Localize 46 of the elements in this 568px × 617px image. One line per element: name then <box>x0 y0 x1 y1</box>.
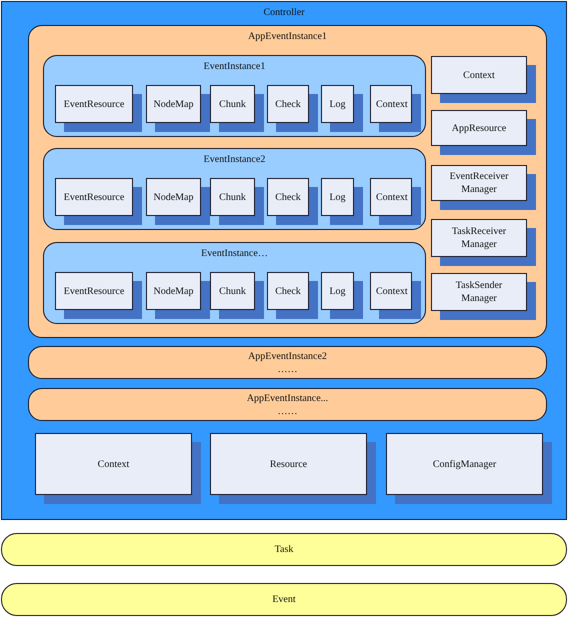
node-label: AppResource <box>452 122 506 134</box>
instance-panel <box>43 148 426 230</box>
node-label: NodeMap <box>154 190 194 204</box>
node-label: Check <box>275 284 301 298</box>
layer-band <box>1 533 567 566</box>
group-title: Controller <box>263 6 305 19</box>
node-label: EventReceiver Manager <box>448 170 510 196</box>
layer-band <box>1 583 567 616</box>
node-label: Context <box>376 98 406 110</box>
group-title: EventInstance… <box>201 247 268 260</box>
node-label: Log <box>329 284 346 298</box>
node-label: Log <box>329 190 346 204</box>
node-label: ConfigManager <box>432 458 496 470</box>
group-title: EventInstance2 <box>204 153 266 166</box>
node-label: Chunk <box>219 284 246 298</box>
group-title: AppEventInstance1 <box>248 30 327 43</box>
node-label: AppEventInstance... <box>246 392 328 404</box>
node-label: Chunk <box>219 190 246 204</box>
node-label: Context <box>463 68 495 82</box>
node-label: EventResource <box>64 190 124 204</box>
group-title: EventInstance1 <box>204 60 266 73</box>
node-label: Context <box>376 284 406 298</box>
instance-band <box>28 346 547 379</box>
node-label: AppEventInstance2 <box>248 350 327 362</box>
node-label: NodeMap <box>154 284 194 298</box>
node-label: Chunk <box>219 98 246 110</box>
node-label: TaskReceiver Manager <box>450 225 508 251</box>
node-label: Context <box>98 458 130 470</box>
node-label: Resource <box>270 458 308 470</box>
node-label: Event <box>272 593 296 606</box>
instance-panel <box>43 55 426 137</box>
node-label: Context <box>376 190 406 204</box>
controller-panel <box>1 1 567 520</box>
node-label: TaskSender Manager <box>454 279 504 305</box>
instance-panel <box>28 25 547 338</box>
instance-band <box>28 388 547 421</box>
node-label: Check <box>275 98 301 110</box>
ellipsis-text: …… <box>278 362 298 376</box>
instance-panel <box>43 242 426 324</box>
node-label: NodeMap <box>154 98 194 110</box>
node-label: Log <box>329 98 346 110</box>
ellipsis-text: …… <box>278 404 298 418</box>
node-label: Check <box>275 190 301 204</box>
node-label: Task <box>274 543 294 556</box>
node-label: EventResource <box>64 284 124 298</box>
node-label: EventResource <box>64 98 124 110</box>
